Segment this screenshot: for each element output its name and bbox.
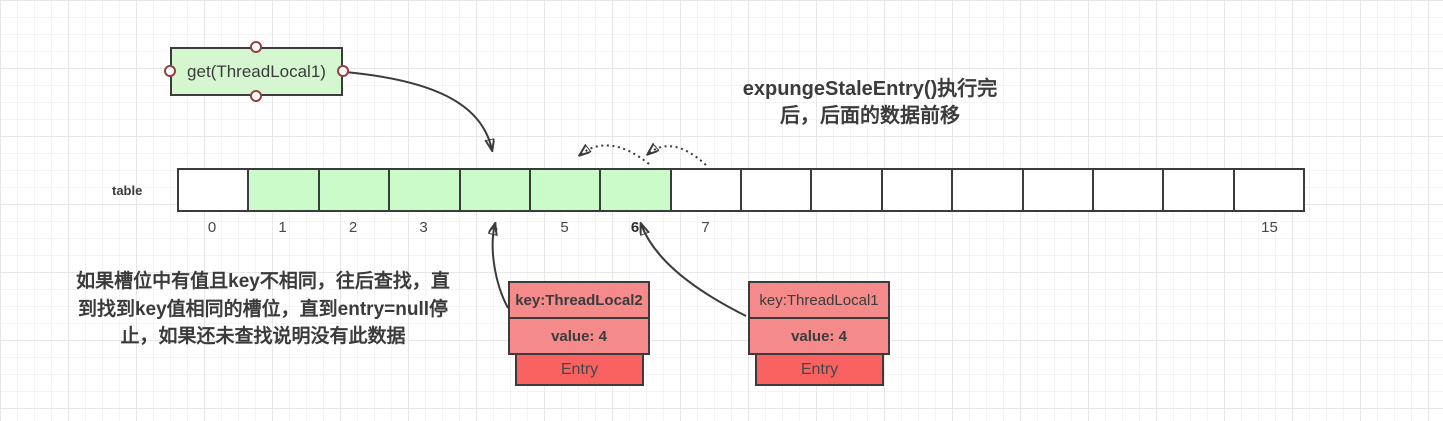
- table-slot-14[interactable]: [1162, 168, 1235, 212]
- table-slot-2[interactable]: [317, 168, 391, 212]
- table-slot-8[interactable]: [740, 168, 813, 212]
- slot-index-label-5: 5: [560, 219, 569, 236]
- table-row: [177, 168, 1305, 212]
- dotted-arrow-slot7-to-slot6[interactable]: [648, 146, 707, 166]
- slot-index-label-4: 4: [489, 219, 499, 236]
- table-slot-3[interactable]: [388, 168, 461, 212]
- entry-value-box[interactable]: value: 4: [748, 317, 890, 355]
- slot-index-label-1: 1: [278, 219, 287, 236]
- entry-group-threadlocal2[interactable]: Entry key:ThreadLocal2 value: 4: [508, 281, 650, 387]
- arrow-get-to-slot4[interactable]: [344, 71, 492, 150]
- table-slot-10[interactable]: [880, 168, 954, 212]
- entry-box[interactable]: Entry: [515, 353, 644, 386]
- entry-value-label: value: 4: [551, 327, 607, 345]
- connection-handle-left-icon[interactable]: [163, 65, 176, 77]
- entry-group-threadlocal1[interactable]: Entry key:ThreadLocal1 value: 4: [748, 281, 890, 387]
- table-slot-13[interactable]: [1091, 168, 1165, 212]
- connection-handle-right-icon[interactable]: [336, 65, 349, 77]
- arrow-entry1-to-slot6[interactable]: [641, 224, 747, 317]
- note-line3: 止，如果还未查找说明没有此数据: [120, 326, 406, 347]
- slot-index-label-15: 15: [1261, 219, 1278, 236]
- note-text: 如果槽位中有值且key不相同，往后查找，直 到找到key值相同的槽位，直到ent…: [33, 268, 493, 351]
- table-slot-6[interactable]: [599, 168, 672, 212]
- diagram-title-line1: expungeStaleEntry()执行完: [742, 78, 998, 100]
- arrow-entry2-to-slot4[interactable]: [493, 224, 509, 309]
- table-slot-5[interactable]: [528, 168, 602, 212]
- table-label: table: [112, 183, 143, 198]
- table-slot-9[interactable]: [810, 168, 883, 212]
- entry-box-label: Entry: [560, 360, 599, 378]
- diagram-title-line2: 后，后面的数据前移: [780, 105, 960, 127]
- table-slot-4[interactable]: [458, 168, 531, 212]
- dotted-arrow-slot6-to-slot5[interactable]: [580, 145, 650, 165]
- table-slot-7[interactable]: [669, 168, 742, 212]
- get-threadlocal-box[interactable]: get(ThreadLocal1): [170, 47, 343, 96]
- entry-key-label: key:ThreadLocal2: [515, 291, 643, 309]
- connection-handle-bottom-icon[interactable]: [250, 89, 262, 102]
- table-slot-1[interactable]: [247, 168, 320, 212]
- entry-key-box[interactable]: key:ThreadLocal2: [508, 281, 650, 319]
- diagram-title: expungeStaleEntry()执行完 后，后面的数据前移: [698, 76, 1042, 130]
- entry-box[interactable]: Entry: [755, 353, 884, 386]
- note-line2: 到找到key值相同的槽位，直到entry=null停: [77, 298, 449, 320]
- slot-index-label-2: 2: [348, 219, 358, 236]
- table-slot-15[interactable]: [1232, 168, 1305, 212]
- connection-handle-top-icon[interactable]: [250, 40, 262, 53]
- get-threadlocal-label: get(ThreadLocal1): [187, 61, 326, 81]
- entry-key-label: key:ThreadLocal1: [759, 291, 879, 309]
- slot-index-label-3: 3: [419, 219, 428, 236]
- table-slot-12[interactable]: [1021, 168, 1094, 212]
- slot-index-label-7: 7: [701, 219, 710, 236]
- table-slot-11[interactable]: [951, 168, 1024, 212]
- note-line1: 如果槽位中有值且key不相同，往后查找，直: [76, 271, 450, 292]
- table-slot-0[interactable]: [177, 168, 250, 212]
- slot-index-label-0: 0: [207, 219, 217, 236]
- entry-box-label: Entry: [800, 360, 839, 378]
- entry-key-box[interactable]: key:ThreadLocal1: [748, 281, 890, 319]
- slot-index-label-6: 6: [630, 219, 640, 236]
- entry-value-label: value: 4: [791, 327, 847, 345]
- entry-value-box[interactable]: value: 4: [508, 317, 650, 355]
